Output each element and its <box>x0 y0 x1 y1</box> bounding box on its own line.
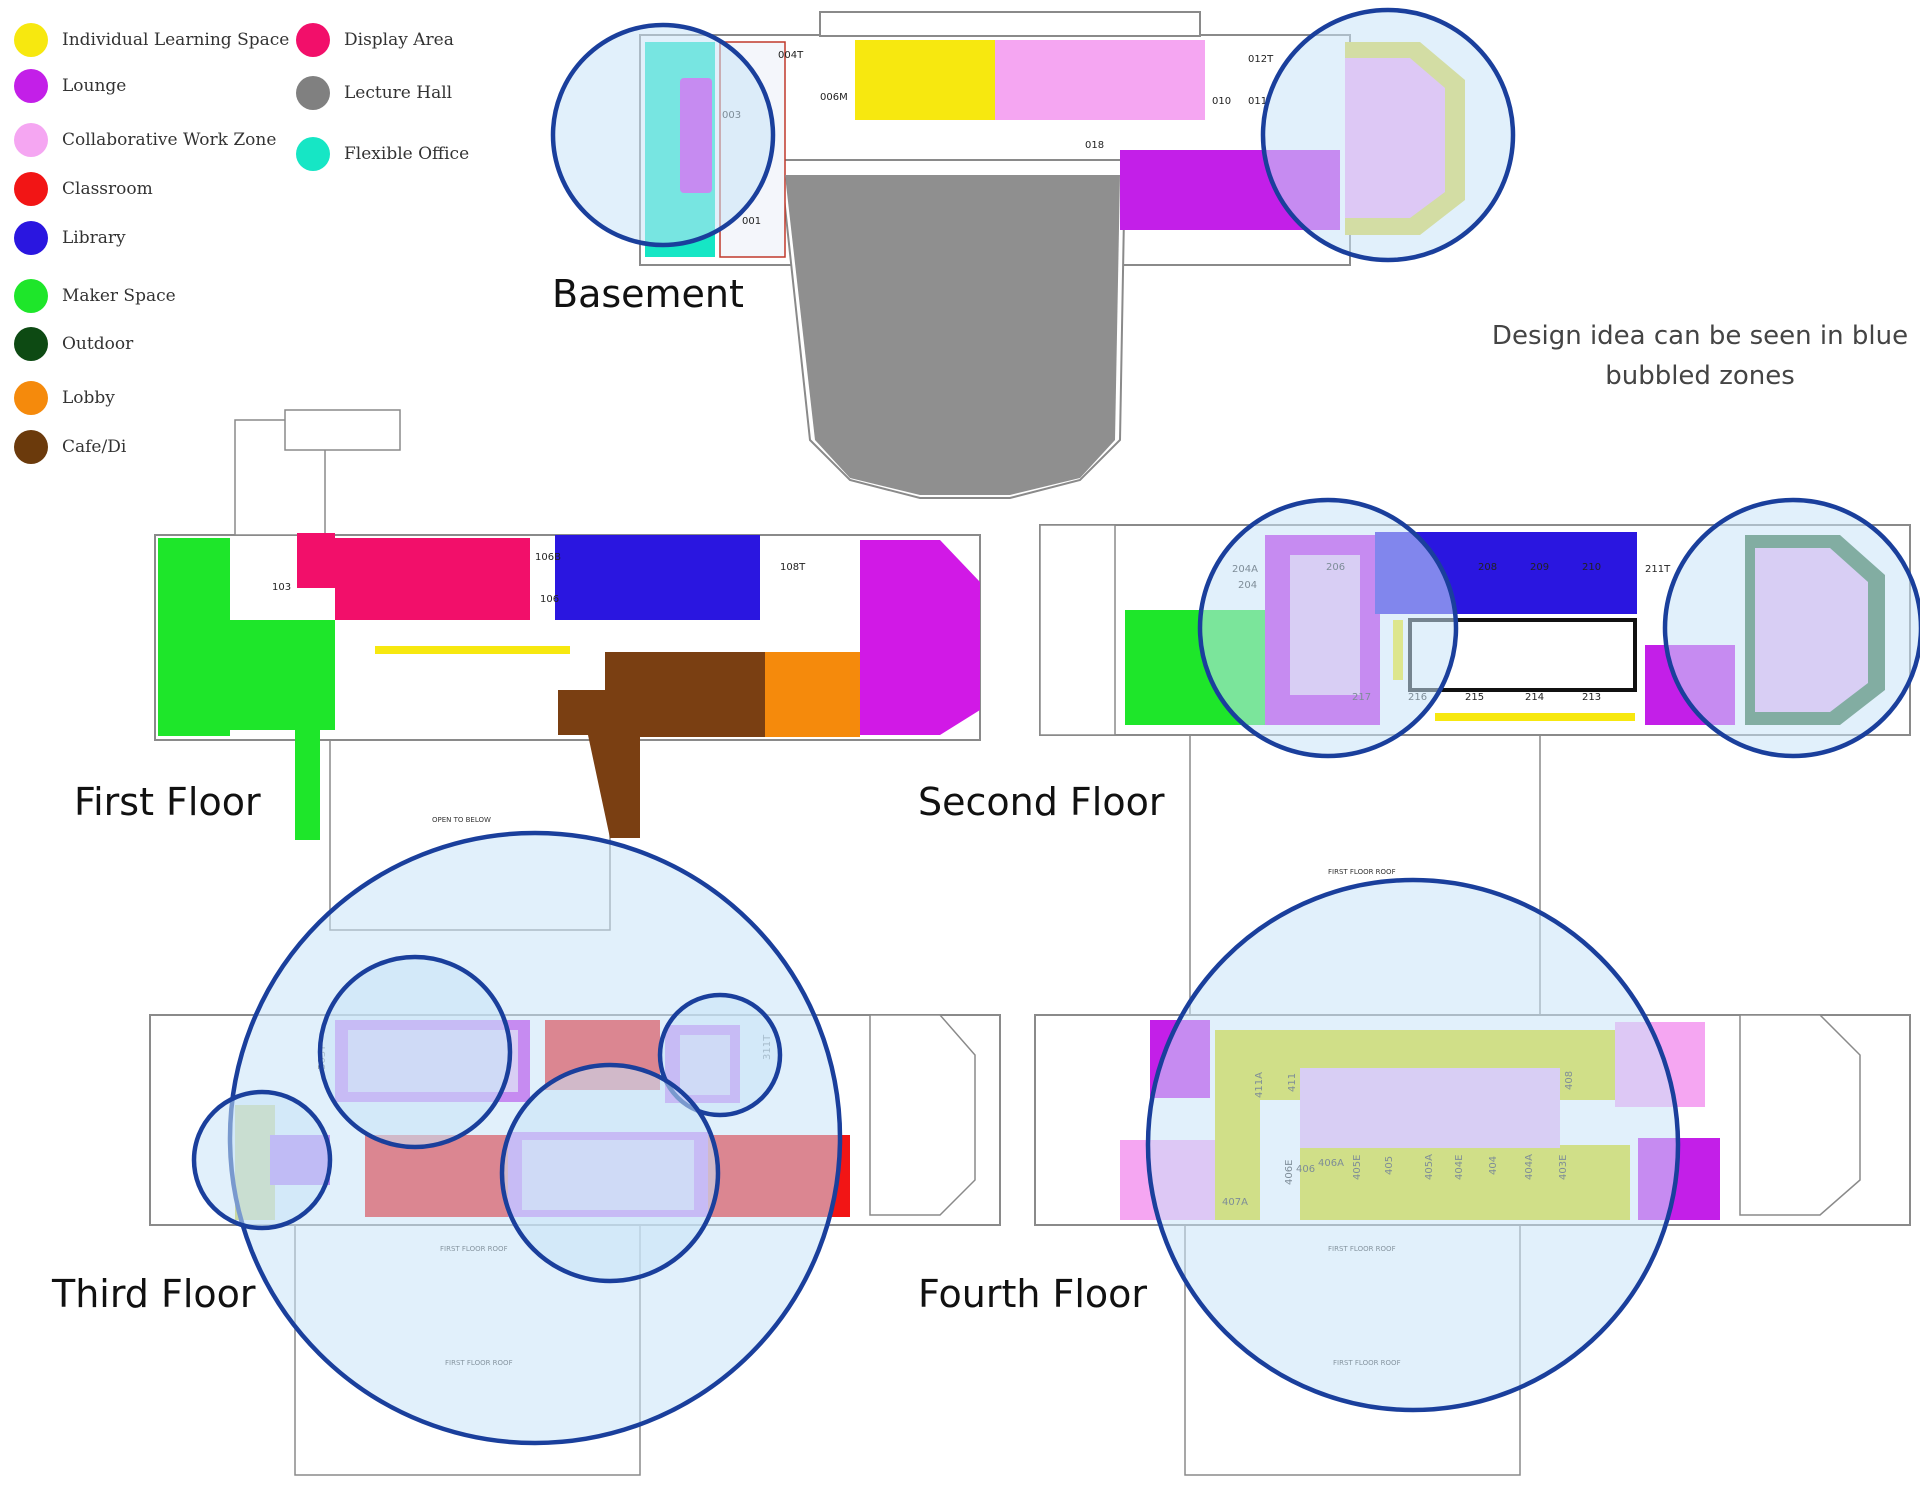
basement-bubble-west <box>550 22 776 248</box>
fourth-floor-bubble <box>1145 877 1681 1413</box>
basement-roof-strip <box>819 11 1201 37</box>
room-label: 018 <box>1085 140 1104 151</box>
room-label: 012T <box>1248 54 1274 65</box>
third-floor-roof-east <box>869 1014 976 1216</box>
room-label: 106 <box>540 594 559 605</box>
floor-label-fourth: Fourth Floor <box>918 1272 1148 1316</box>
individual-learning-zone <box>855 40 995 120</box>
legend-swatch <box>14 327 48 361</box>
legend-label: Classroom <box>62 179 153 199</box>
legend-item-classroom: Classroom <box>14 169 153 209</box>
room-label: 004T <box>778 50 804 61</box>
basement-bubble-east <box>1260 7 1516 263</box>
third-floor-bubble-ne <box>657 992 783 1118</box>
design-zone-bubbles <box>191 7 1920 1446</box>
legend-label: Lobby <box>62 388 115 408</box>
legend-item-lounge: Lounge <box>14 66 126 106</box>
third-floor-bubble-west <box>191 1089 333 1231</box>
legend-swatch <box>14 221 48 255</box>
legend-item-individual-learning: Individual Learning Space <box>14 20 289 60</box>
legend-label: Display Area <box>344 30 454 50</box>
floor-label-basement: Basement <box>552 272 744 316</box>
room-label: 108T <box>780 562 806 573</box>
legend-label: Individual Learning Space <box>62 30 290 50</box>
legend-item-cafe: Cafe/Di <box>14 427 126 467</box>
third-floor-bubble-center <box>499 1062 721 1284</box>
legend-item-display-area: Display Area <box>296 20 454 60</box>
second-floor-bubble-east <box>1662 497 1920 759</box>
room-label: 103 <box>272 582 291 593</box>
legend-item-collaborative: Collaborative Work Zone <box>14 120 276 160</box>
legend-label: Lecture Hall <box>344 83 453 103</box>
room-label: 209 <box>1530 562 1549 573</box>
legend-swatch <box>296 76 330 110</box>
legend-label: Lounge <box>62 76 127 96</box>
legend-swatch <box>14 430 48 464</box>
cafe-zone-2 <box>558 690 640 838</box>
room-label: FIRST FLOOR ROOF <box>1328 868 1396 876</box>
floor-label-first: First Floor <box>74 780 261 824</box>
room-label: 214 <box>1525 692 1544 703</box>
room-label: 011 <box>1248 96 1267 107</box>
ramp <box>284 409 401 451</box>
room-label: 211T <box>1645 564 1671 575</box>
legend-item-flexible-office: Flexible Office <box>296 134 469 174</box>
lounge-zone <box>860 540 980 735</box>
room-label: 215 <box>1465 692 1484 703</box>
legend-item-library: Library <box>14 218 126 258</box>
legend-item-lobby: Lobby <box>14 378 115 418</box>
display-area-zone <box>335 538 530 620</box>
individual-learning-strip-2 <box>1435 713 1635 721</box>
legend-swatch <box>14 381 48 415</box>
legend-swatch <box>296 23 330 57</box>
legend-label: Library <box>62 228 126 248</box>
legend-swatch <box>14 172 48 206</box>
collaborative-zone <box>995 40 1205 120</box>
lobby-zone <box>765 652 860 737</box>
legend-label: Cafe/Di <box>62 437 127 457</box>
room-label: 006M <box>820 92 848 103</box>
legend-item-outdoor: Outdoor <box>14 324 133 364</box>
room-label: 213 <box>1582 692 1601 703</box>
legend-label: Flexible Office <box>344 144 470 164</box>
floor-label-second: Second Floor <box>918 780 1165 824</box>
maker-space-zone-2 <box>200 620 335 840</box>
room-label: 106B <box>535 552 561 563</box>
library-zone <box>555 535 760 620</box>
legend-swatch <box>14 23 48 57</box>
legend-label: Collaborative Work Zone <box>62 130 277 150</box>
legend-swatch <box>14 279 48 313</box>
floor-label-third: Third Floor <box>52 1272 256 1316</box>
legend-swatch <box>14 69 48 103</box>
room-label: 001 <box>742 216 761 227</box>
legend: Individual Learning Space Lounge Collabo… <box>14 20 484 480</box>
third-floor-bubble-nw <box>317 954 513 1150</box>
fourth-floor-roof-east <box>1739 1014 1861 1216</box>
room-label: OPEN TO BELOW <box>432 816 491 824</box>
design-note: Design idea can be seen in blue bubbled … <box>1491 321 1909 391</box>
legend-label: Maker Space <box>62 286 176 306</box>
display-area-small <box>297 533 335 588</box>
first-floor-roof-west <box>1039 524 1116 736</box>
legend-label: Outdoor <box>62 334 134 354</box>
lecture-hall-zone <box>785 175 1120 495</box>
room-label: 210 <box>1582 562 1601 573</box>
legend-item-maker-space: Maker Space <box>14 276 176 316</box>
second-floor-bubble-west <box>1197 497 1459 759</box>
legend-swatch <box>296 137 330 171</box>
first-floor-plan: 103 106B 106 108T OPEN TO BELOW <box>154 409 981 931</box>
individual-learning-strip <box>375 646 570 654</box>
room-label: 208 <box>1478 562 1497 573</box>
legend-swatch <box>14 123 48 157</box>
room-label: 010 <box>1212 96 1231 107</box>
legend-item-lecture-hall: Lecture Hall <box>296 73 452 113</box>
